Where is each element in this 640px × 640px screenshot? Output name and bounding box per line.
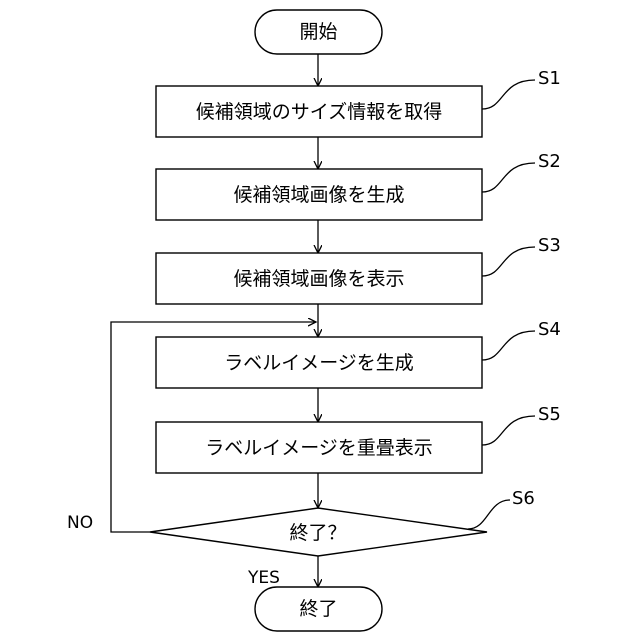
step-id-s2: S2 (538, 151, 561, 172)
step-leader-s1 (482, 80, 535, 109)
branch-label-yes: YES (247, 568, 280, 588)
process-label-s4: ラベルイメージを生成 (224, 352, 414, 374)
step-id-s4: S4 (538, 319, 561, 340)
process-label-s1: 候補領域のサイズ情報を取得 (196, 101, 442, 123)
step-id-s5: S5 (538, 404, 561, 425)
step-leader-s3 (482, 247, 535, 276)
process-label-s5: ラベルイメージを重畳表示 (205, 437, 433, 459)
step-leader-s2 (482, 163, 535, 192)
step-leader-s6 (468, 500, 510, 529)
step-id-s3: S3 (538, 235, 561, 256)
process-label-s3: 候補領域画像を表示 (233, 268, 404, 290)
end-label: 終了 (299, 598, 337, 620)
start-label: 開始 (299, 21, 337, 43)
step-leader-s4 (482, 331, 535, 360)
step-id-s6: S6 (512, 488, 535, 509)
step-leader-s5 (482, 416, 535, 445)
process-label-s2: 候補領域画像を生成 (233, 184, 404, 206)
branch-label-no: NO (67, 513, 93, 533)
step-id-s1: S1 (538, 68, 561, 89)
decision-label-s6: 終了？ (289, 522, 346, 544)
